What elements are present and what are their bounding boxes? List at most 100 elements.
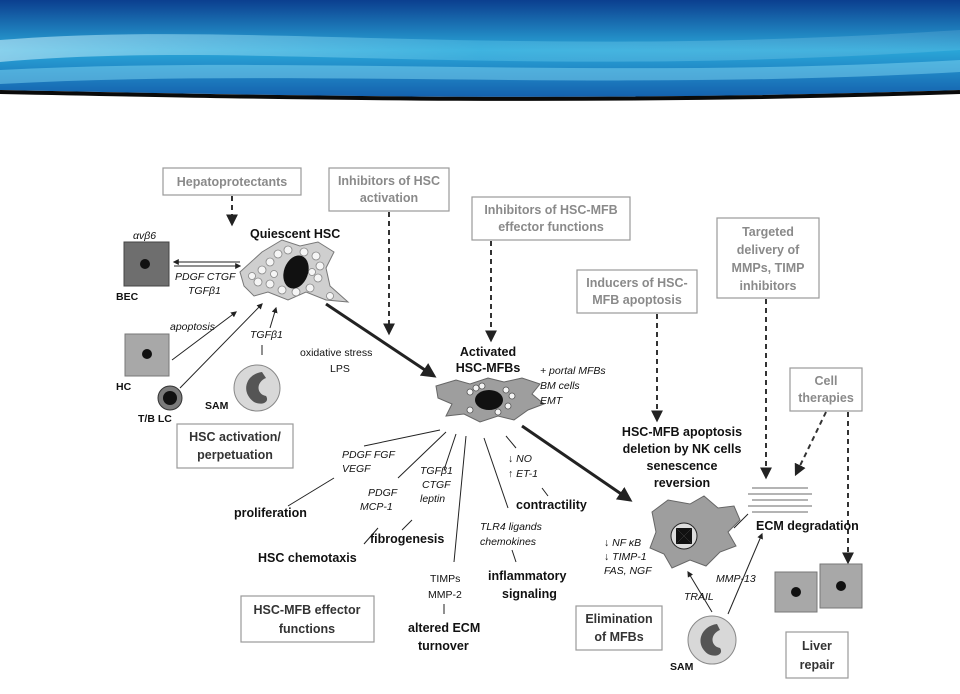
pdgf-label-2: PDGF <box>368 487 398 499</box>
targeted-delivery-box: Targeted delivery of MMPs, TIMP inhibito… <box>716 217 820 299</box>
chemotaxis-connector <box>363 527 379 545</box>
box-label: Inhibitors of HSC <box>338 174 440 188</box>
fan-line-5 <box>483 437 509 509</box>
bm-cells-label: BM cells <box>540 380 580 392</box>
fibrogenesis-connector <box>401 519 413 531</box>
liver-repair-box: Liver repair <box>785 631 849 679</box>
oxidative-stress-label: oxidative stress <box>300 347 372 359</box>
altered-ecm-label-2: turnover <box>418 639 469 653</box>
activated-hsc-mfb-cell <box>435 377 545 423</box>
mmp13-arrow <box>727 532 763 615</box>
et1-label: ↑ ET-1 <box>508 468 538 480</box>
hepatocyte-cell-1 <box>774 571 818 613</box>
apoptosis-label-4: reversion <box>654 476 710 490</box>
sam-label-2: SAM <box>670 661 694 673</box>
hsc-activation-box: HSC activation/ perpetuation <box>176 423 294 469</box>
tgfb1-label-b: TGFβ1 <box>250 329 283 341</box>
box-label: Targeted <box>742 225 794 239</box>
apoptosis-label: apoptosis <box>170 321 216 333</box>
proliferation-connector <box>287 477 335 507</box>
inhibitors-hsc-activation-box: Inhibitors of HSC activation <box>328 167 450 212</box>
quiescent-hsc-cell <box>239 239 350 303</box>
hc-cell <box>124 333 170 377</box>
emt-label: EMT <box>540 395 564 407</box>
sam-label-1: SAM <box>205 400 229 412</box>
box-label: Cell <box>815 374 838 388</box>
fan-line-3 <box>443 433 457 471</box>
tblc-arrow <box>179 303 263 389</box>
activation-arrow <box>325 302 437 378</box>
fas-ngf-label: FAS, NGF <box>604 565 652 577</box>
box-label: MMPs, TIMP <box>732 261 805 275</box>
effector-functions-box: HSC-MFB effector functions <box>240 595 375 643</box>
hepatoprotectants-box: Hepatoprotectants <box>162 167 302 196</box>
inflammatory-label-1: inflammatory <box>488 569 567 583</box>
inducers-apoptosis-box: Inducers of HSC- MFB apoptosis <box>576 269 698 314</box>
proliferation-label: proliferation <box>234 506 307 520</box>
fan-line-2 <box>397 431 447 479</box>
box-label: repair <box>800 658 835 672</box>
fibrogenesis-label: fibrogenesis <box>370 532 444 546</box>
bec-cell <box>123 241 170 287</box>
box-label: Inhibitors of HSC-MFB <box>484 203 617 217</box>
hsc-chemotaxis-label: HSC chemotaxis <box>258 551 357 565</box>
mmp13-label: MMP-13 <box>716 573 756 585</box>
box-label: activation <box>360 191 418 205</box>
lps-label: LPS <box>330 363 350 375</box>
inhibitors-mfb-box: Inhibitors of HSC-MFB effector functions <box>471 196 631 241</box>
avb6-label: αvβ6 <box>133 230 156 242</box>
tlr4-label: TLR4 ligands <box>480 521 543 533</box>
pdgf-ctgf-label: PDGF CTGF <box>175 271 236 283</box>
hc-label: HC <box>116 381 132 393</box>
tb-lc-cell <box>157 385 183 411</box>
vegf-label: VEGF <box>342 463 371 475</box>
sam-cell-2 <box>687 615 737 665</box>
box-label: effector functions <box>498 220 604 234</box>
apoptosis-label-3: senescence <box>647 459 718 473</box>
box-label: HSC activation/ <box>189 430 281 444</box>
box-label: Inducers of HSC- <box>586 276 687 290</box>
box-label: inhibitors <box>740 279 797 293</box>
sam-tgf-arrow <box>269 306 278 329</box>
ctgf-label: CTGF <box>422 479 451 491</box>
box-label: delivery of <box>737 243 800 257</box>
tb-lc-label: T/B LC <box>138 413 172 425</box>
bec-label: BEC <box>116 291 139 303</box>
quiescent-hsc-label: Quiescent HSC <box>250 227 340 241</box>
apoptosis-label-2: deletion by NK cells <box>623 442 742 456</box>
box-label: HSC-MFB effector <box>254 603 361 617</box>
box-label: therapies <box>798 391 854 405</box>
trail-label: TRAIL <box>684 591 714 603</box>
timp1-label: ↓ TIMP-1 <box>604 551 647 563</box>
timps-label: TIMPs <box>430 573 460 585</box>
trail-arrow <box>687 570 713 613</box>
tgfb1-label-c: TGFβ1 <box>420 465 453 477</box>
no-label: ↓ NO <box>508 453 532 465</box>
box-label: functions <box>279 622 335 636</box>
box-label: Elimination <box>585 612 652 626</box>
apoptotic-mfb-cell <box>649 495 741 569</box>
apoptosis-label-1: HSC-MFB apoptosis <box>622 425 742 439</box>
pdgf-fgf-label: PDGF FGF <box>342 449 395 461</box>
box-label: MFB apoptosis <box>592 293 682 307</box>
cell-therapies-arrow-1 <box>794 411 827 477</box>
ecm-fibers <box>748 487 812 513</box>
elimination-box: Elimination of MFBs <box>575 605 663 651</box>
inflammatory-label-2: signaling <box>502 587 557 601</box>
portal-mfbs-label: + portal MFBs <box>540 365 606 377</box>
hepatocyte-cell-2 <box>819 563 863 609</box>
fan-line-1 <box>363 429 441 447</box>
altered-ecm-label-1: altered ECM <box>408 621 480 635</box>
hepatoprotectants-label: Hepatoprotectants <box>177 175 287 189</box>
leptin-label: leptin <box>420 493 445 505</box>
header-banner <box>0 0 960 112</box>
mmp2-label: MMP-2 <box>428 589 462 601</box>
contractility-connector <box>541 487 549 497</box>
chemokines-label: chemokines <box>480 536 537 548</box>
sam-cell-1 <box>233 364 281 412</box>
tgfb1-label-a: TGFβ1 <box>188 285 221 297</box>
mfb-ecm-connector <box>733 513 749 529</box>
ecm-degradation-label: ECM degradation <box>756 519 859 533</box>
nfkb-label: ↓ NF κB <box>604 537 641 549</box>
